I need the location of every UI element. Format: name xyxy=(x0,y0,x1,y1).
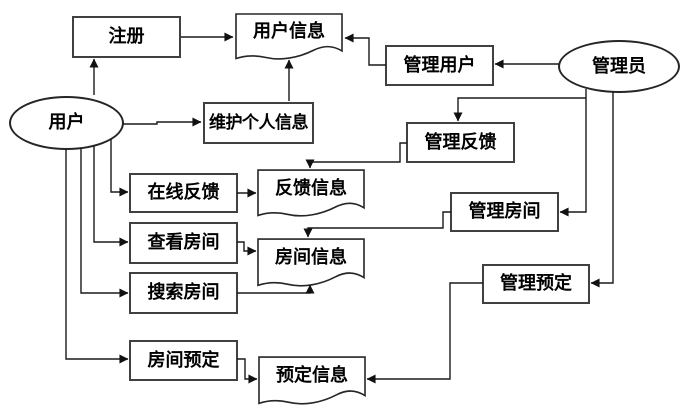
process-register-label: 注册 xyxy=(108,26,145,47)
flow-admin-to-manage-rooms xyxy=(559,89,587,217)
entity-admin-label: 管理员 xyxy=(592,55,646,77)
process-manage-booking: 管理预定 xyxy=(482,264,590,304)
document-shape-icon xyxy=(257,238,365,287)
process-room-booking-label: 房间预定 xyxy=(147,349,220,371)
datastore-user-info: 用户信息 xyxy=(235,13,343,61)
document-shape-icon xyxy=(258,356,366,405)
flow-manage-feedback-to-feedback-info xyxy=(305,142,407,169)
flow-user-to-search-rooms xyxy=(80,148,129,298)
flow-user-to-maintain-personal-info xyxy=(123,117,202,127)
flow-admin-to-manage-feedback xyxy=(453,97,586,122)
datastore-room-info: 房间信息 xyxy=(257,238,365,288)
process-view-rooms: 查看房间 xyxy=(129,222,238,264)
process-manage-booking-label: 管理预定 xyxy=(500,273,572,294)
flow-admin-to-manage-booking xyxy=(590,91,614,288)
flow-manage-booking-to-booking-info xyxy=(366,282,483,384)
flow-room-booking-to-booking-info xyxy=(237,358,258,384)
process-manage-users-label: 管理用户 xyxy=(403,54,476,76)
process-maintain-personal-info-label: 维护个人信息 xyxy=(209,112,309,133)
process-online-feedback: 在线反馈 xyxy=(129,173,238,213)
flow-user-to-online-feedback xyxy=(110,139,129,197)
process-view-rooms-label: 查看房间 xyxy=(147,232,220,253)
datastore-user-info-label: 用户信息 xyxy=(253,21,325,42)
entity-admin: 管理员 xyxy=(558,40,680,93)
process-search-rooms: 搜索房间 xyxy=(129,272,238,314)
process-online-feedback-label: 在线反馈 xyxy=(147,182,220,203)
datastore-feedback-info-label: 反馈信息 xyxy=(275,177,347,199)
process-search-rooms-label: 搜索房间 xyxy=(147,282,220,303)
document-shape-icon xyxy=(235,13,343,60)
flow-manage-users-to-user-info xyxy=(344,33,386,66)
datastore-feedback-info: 反馈信息 xyxy=(257,169,365,218)
flow-user-to-view-rooms xyxy=(93,146,129,247)
flow-view-rooms-to-room-info xyxy=(237,241,257,256)
process-manage-users: 管理用户 xyxy=(385,45,494,86)
process-register: 注册 xyxy=(72,16,181,58)
process-manage-feedback: 管理反馈 xyxy=(406,122,515,163)
datastore-room-info-label: 房间信息 xyxy=(275,247,347,268)
entity-user: 用户 xyxy=(9,96,124,150)
flow-user-to-room-booking xyxy=(65,149,129,364)
datastore-booking-info: 预定信息 xyxy=(258,356,366,406)
process-maintain-personal-info: 维护个人信息 xyxy=(203,102,314,144)
process-manage-feedback-label: 管理反馈 xyxy=(424,131,497,153)
process-manage-rooms-label: 管理房间 xyxy=(468,201,541,222)
process-room-booking: 房间预定 xyxy=(129,340,238,381)
process-manage-rooms: 管理房间 xyxy=(450,192,559,232)
datastore-booking-info-label: 预定信息 xyxy=(276,365,348,386)
entity-user-label: 用户 xyxy=(48,112,85,133)
